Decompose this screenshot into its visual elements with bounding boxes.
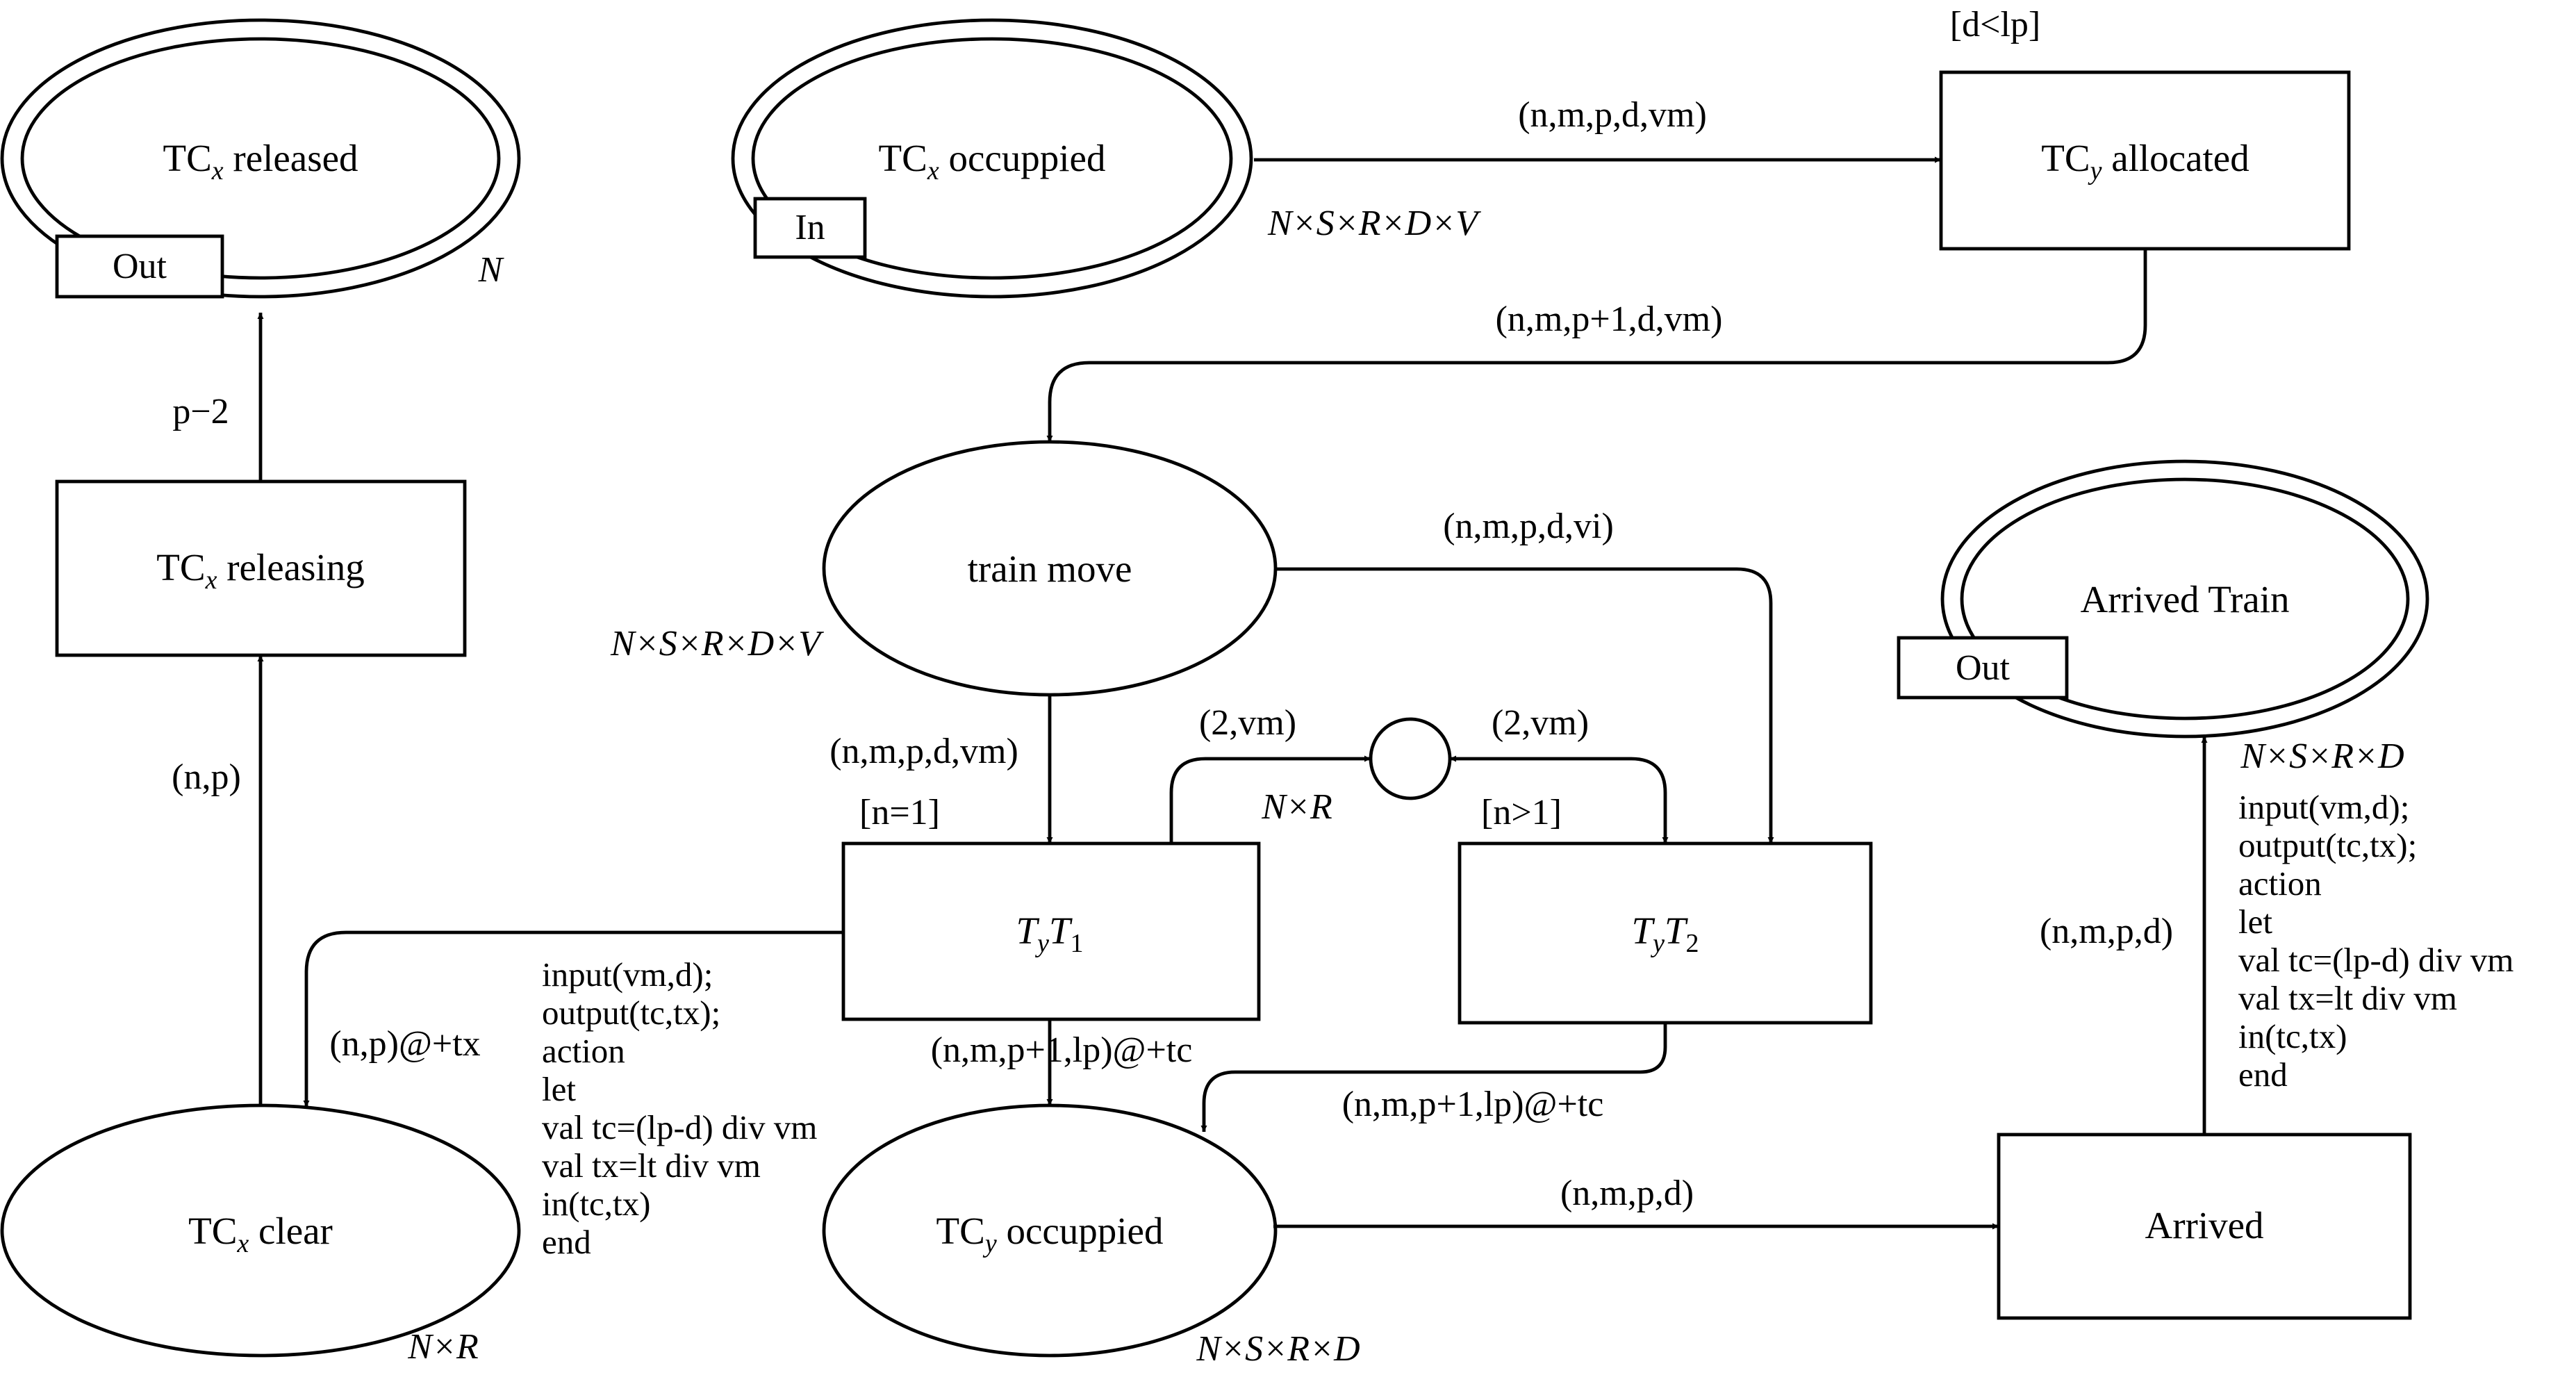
arc-tyt2-to-tcy-occupied (1200, 1023, 1667, 1132)
arc-train-move-to-tyt2 (1275, 567, 1774, 843)
arc-label-train-move-to-tyt1: (n,m,p,d,vm) (829, 732, 1018, 771)
arc-label-arrived-to-arrived-train: (n,m,p,d) (2040, 912, 2173, 951)
transition-tcx-releasing: TCx releasing (55, 479, 467, 657)
port-tag-in (753, 197, 867, 259)
code-line: let (542, 1070, 576, 1108)
transition-arrived: Arrived (1997, 1133, 2412, 1320)
transition-arrived-label: Arrived (2145, 1204, 2263, 1246)
code-line: end (542, 1223, 591, 1261)
transition-tyt1: TyT1 [n=1] (841, 793, 1261, 1021)
arc-label-resource-tyt2: (2,vm) (1492, 703, 1589, 743)
code-line: input(vm,d); (2238, 788, 2409, 826)
arc-label-train-move-to-tyt2: (n,m,p,d,vi) (1443, 507, 1614, 546)
place-arrived-train-label: Arrived Train (2081, 578, 2290, 620)
code-line: val tx=lt div vm (2238, 979, 2457, 1017)
place-tcx-clear: TCx clear N×R (0, 1103, 521, 1367)
arc-label-tyt2-to-tcy-occupied: (n,m,p+1,lp)@+tc (1342, 1085, 1604, 1124)
code-line: val tc=(lp-d) div vm (542, 1108, 817, 1146)
arc-tyt1-to-resource (1169, 755, 1371, 843)
code-line: action (542, 1032, 625, 1070)
transition-tcy-allocated-label: TCy allocated (2041, 137, 2249, 186)
arc-label-tyt1-to-tcy-occupied: (n,m,p+1,lp)@+tc (931, 1030, 1193, 1070)
code-line: in(tc,tx) (542, 1185, 650, 1223)
colset-label: N (478, 250, 505, 290)
guard-label: [d<lp] (1950, 5, 2040, 44)
place-tcy-occupied: TCy occuppied N×S×R×D (822, 1103, 1360, 1369)
arc-label-tyt1-to-resource: (2,vm) (1199, 703, 1296, 743)
transition-tyt2: TyT2 [n>1] (1458, 793, 1873, 1025)
arcs (257, 156, 2208, 1230)
place-tcx-released: TCx released Out N (0, 18, 521, 299)
arc-inscriptions: (n,m,p,d,vm) (n,m,p+1,d,vm) (n,m,p,d,vi)… (172, 95, 2173, 1213)
arc-label-allocated-to-train-move: (n,m,p+1,d,vm) (1496, 299, 1723, 339)
place-tcx-occupied: TCx occuppied In N×S×R×D×V (731, 18, 1481, 299)
code-line: output(tc,tx); (542, 994, 720, 1032)
place-tcx-occupied-label: TCx occuppied (879, 137, 1106, 186)
colset-label: N×S×R×D×V (1267, 204, 1481, 243)
transition-tcy-allocated: TCy allocated [d<lp] (1939, 5, 2351, 251)
place-resource: N×R (1261, 717, 1452, 827)
code-line: end (2238, 1055, 2288, 1094)
arc-label-tyt1-to-tcx-clear: (n,p)@+tx (329, 1024, 480, 1064)
code-segment-tyt1: input(vm,d); output(tc,tx); action let v… (542, 955, 817, 1261)
port-tag-out-label: Out (1956, 648, 2011, 688)
colset-label: N×R (1261, 787, 1332, 827)
code-line: input(vm,d); (542, 955, 713, 994)
code-line: in(tc,tx) (2238, 1017, 2347, 1055)
transition-tyt1-label: TyT1 (1016, 909, 1083, 958)
code-line: output(tc,tx); (2238, 826, 2417, 864)
arc-label-tcy-occupied-to-arrived: (n,m,p,d) (1560, 1174, 1694, 1213)
port-tag-out (55, 234, 224, 299)
place-tcy-occupied-label: TCy occuppied (936, 1210, 1164, 1258)
arc-label-occupied-to-allocated: (n,m,p,d,vm) (1518, 95, 1707, 135)
arc-allocated-to-train-move (1046, 249, 2147, 442)
code-line: val tx=lt div vm (542, 1146, 761, 1185)
place-train-move-label: train move (968, 547, 1132, 590)
arc-label-releasing-to-released: p−2 (172, 392, 229, 431)
code-segment-arrived: input(vm,d); output(tc,tx); action let v… (2238, 788, 2513, 1094)
colset-label: N×S×R×D×V (610, 624, 824, 664)
colset-label: N×S×R×D (2240, 736, 2404, 776)
transition-tcx-releasing-label: TCx releasing (156, 546, 364, 595)
code-line: action (2238, 864, 2322, 903)
guard-label: [n=1] (859, 793, 940, 832)
transition-tyt2-label: TyT2 (1631, 909, 1699, 958)
port-tag-out (1897, 636, 2069, 700)
port-tag-in-label: In (795, 208, 825, 247)
arc-resource-tyt2 (1450, 755, 1669, 843)
place-tcx-released-label: TCx released (163, 137, 358, 186)
place-tcx-clear-label: TCx clear (188, 1210, 333, 1258)
guard-label: [n>1] (1481, 793, 1562, 832)
code-line: val tc=(lp-d) div vm (2238, 941, 2513, 979)
arc-tyt1-to-tcx-clear (303, 930, 843, 1107)
place-train-move: train move N×S×R×D×V (610, 440, 1278, 697)
colset-label: N×R (407, 1327, 479, 1367)
arc-label-clear-to-releasing: (n,p) (172, 757, 241, 797)
place-arrived-train: Arrived Train Out N×S×R×D (1897, 459, 2429, 776)
colset-label: N×S×R×D (1196, 1329, 1360, 1369)
code-line: let (2238, 903, 2272, 941)
port-tag-out-label: Out (113, 247, 167, 286)
